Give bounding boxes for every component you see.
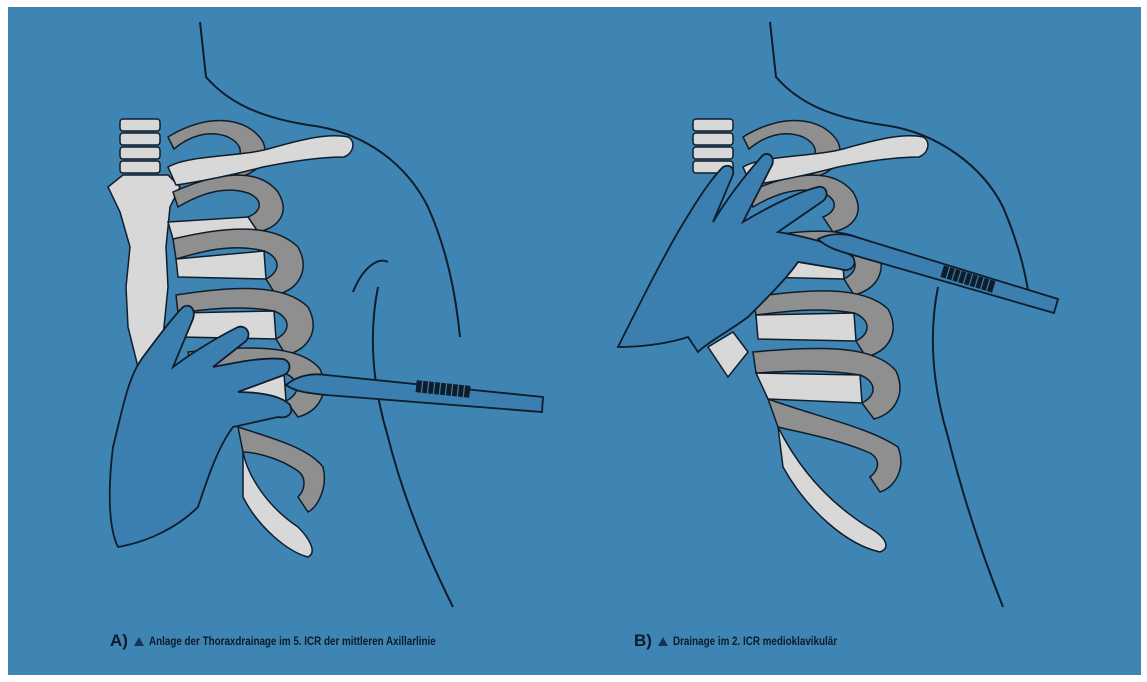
figure-a-spine — [120, 119, 160, 173]
thorax-illustration — [8, 7, 1141, 675]
caption-b-letter: B) — [634, 631, 652, 651]
figure-b — [618, 22, 1058, 607]
caption-a-text: Anlage der Thoraxdrainage im 5. ICR der … — [149, 634, 436, 648]
figure-a-scalpel — [286, 374, 543, 412]
triangle-up-icon — [134, 637, 144, 646]
figure-b-ribs — [708, 121, 901, 552]
triangle-up-icon — [658, 637, 668, 646]
illustration-panel: A) Anlage der Thoraxdrainage im 5. ICR d… — [8, 7, 1141, 675]
figure-a-arm-outline — [353, 261, 388, 292]
caption-a: A) Anlage der Thoraxdrainage im 5. ICR d… — [110, 631, 499, 651]
caption-b: B) Drainage im 2. ICR medioklavikulär — [634, 631, 873, 651]
caption-a-letter: A) — [110, 631, 128, 651]
caption-b-text: Drainage im 2. ICR medioklavikulär — [673, 634, 837, 648]
figure-a — [108, 22, 543, 607]
